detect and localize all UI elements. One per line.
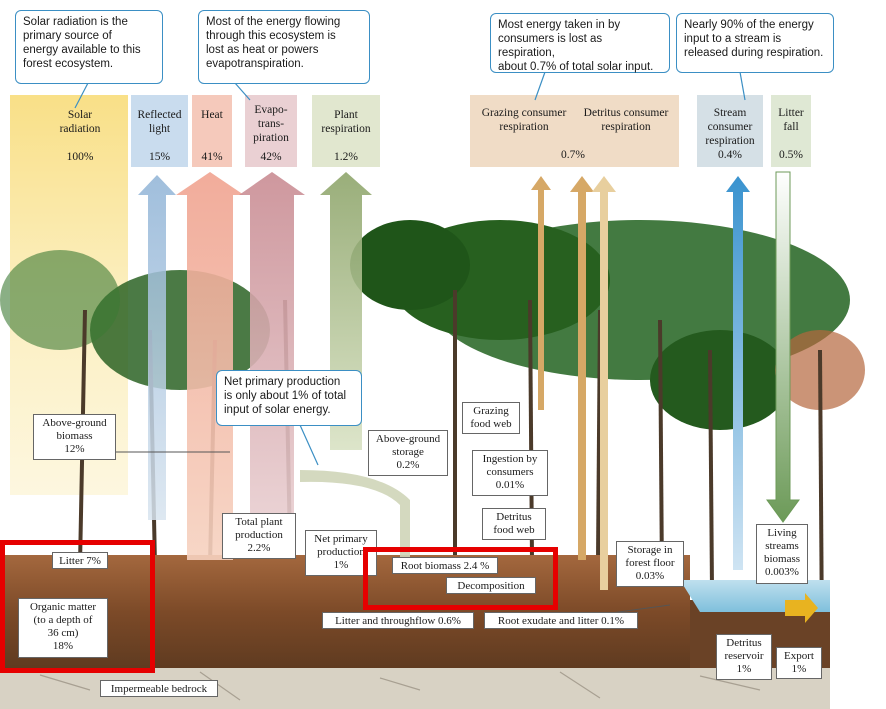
- root-exudate-box: Root exudate and litter 0.1%: [484, 612, 638, 629]
- category-litter-fall-value: 0.5%: [779, 149, 803, 161]
- reflected-light-arrow: [138, 175, 176, 520]
- decomposition-box: Decomposition: [446, 577, 536, 594]
- category-evapotranspiration-value: 42%: [260, 151, 282, 163]
- litter-fall-arrow: [766, 171, 800, 523]
- bedrock-cracks: [39, 671, 761, 701]
- npp-callout: Net primary production is only about 1% …: [216, 370, 362, 426]
- detritus-respiration-arrow: [592, 176, 616, 590]
- category-solar-radiation-label: Solar radiation: [59, 109, 101, 135]
- category-plant-respiration-label: Plant respiration: [321, 109, 371, 135]
- consumer-respiration-panel: [470, 95, 679, 167]
- category-reflected-light-label: Reflected light: [137, 109, 182, 135]
- category-consumer-respiration-value: 0.7%: [561, 149, 585, 161]
- npp-flow-arrow: [300, 470, 410, 560]
- highlight-box-left: [0, 540, 155, 673]
- heat-callout: Most of the energy flowing through this …: [198, 10, 370, 84]
- evapotranspiration-arrow: [239, 172, 305, 545]
- category-stream-respiration-label: Stream consumer respiration: [705, 107, 755, 147]
- detritus-reservoir-box: Detritus reservoir 1%: [716, 634, 772, 680]
- forest-canopy: [350, 220, 470, 310]
- litter-fall-panel: [771, 95, 811, 167]
- living-streams-biomass-box: Living streams biomass 0.003%: [756, 524, 808, 584]
- bedrock-label: Impermeable bedrock: [100, 680, 218, 697]
- total-plant-production-box: Total plant production 2.2%: [222, 513, 296, 559]
- category-evapotranspiration-label: Evapo- trans- piration: [253, 104, 289, 144]
- stream-respiration-arrow: [726, 176, 750, 570]
- category-solar-radiation-value: 100%: [66, 151, 94, 163]
- reflected-light-panel: [131, 95, 188, 167]
- forest-canopy: [0, 250, 120, 350]
- stream-respiration-panel: [697, 95, 763, 167]
- export-box: Export 1%: [776, 647, 822, 679]
- litter-box: Litter 7%: [52, 552, 108, 569]
- heat-panel: [192, 95, 232, 167]
- forest-canopy: [650, 330, 790, 430]
- category-heat-value: 41%: [201, 151, 223, 163]
- consumers-callout: Most energy taken in by consumers is los…: [490, 13, 670, 73]
- litter-throughflow-box: Litter and throughflow 0.6%: [322, 612, 474, 629]
- export-arrow: [785, 593, 818, 623]
- storage-forest-floor-box: Storage in forest floor 0.03%: [616, 541, 684, 587]
- highlight-box-center: [363, 547, 558, 610]
- above-ground-biomass-box: Above-ground biomass 12%: [33, 414, 116, 460]
- ingestion-box: Ingestion by consumers 0.01%: [472, 450, 548, 496]
- plant-respiration-panel: [312, 95, 380, 167]
- organic-matter-box: Organic matter (to a depth of 36 cm) 18%: [18, 598, 108, 658]
- category-grazing-respiration-label: Grazing consumer respiration: [481, 107, 567, 133]
- detritus-food-web-box: Detritus food web: [482, 508, 546, 540]
- category-plant-respiration-value: 1.2%: [334, 151, 358, 163]
- grazing-food-web-box: Grazing food web: [462, 402, 520, 434]
- category-litter-fall-label: Litter fall: [778, 107, 804, 133]
- root-biomass-box: Root biomass 2.4 %: [392, 557, 498, 574]
- category-reflected-light-value: 15%: [148, 151, 171, 163]
- grazing-respiration-arrow: [531, 176, 551, 410]
- category-detritus-respiration-label: Detritus consumer respiration: [583, 107, 669, 133]
- heat-arrow: [176, 172, 244, 560]
- detritus-respiration-arrow: [570, 176, 594, 560]
- stream-callout: Nearly 90% of the energy input to a stre…: [676, 13, 834, 73]
- category-stream-respiration-value: 0.4%: [718, 149, 742, 161]
- above-ground-storage-box: Above-ground storage 0.2%: [368, 430, 448, 476]
- evapotranspiration-panel: [245, 95, 297, 167]
- solar-callout: Solar radiation is the primary source of…: [15, 10, 163, 84]
- category-heat-label: Heat: [201, 109, 223, 121]
- callout-pointers: [74, 71, 746, 466]
